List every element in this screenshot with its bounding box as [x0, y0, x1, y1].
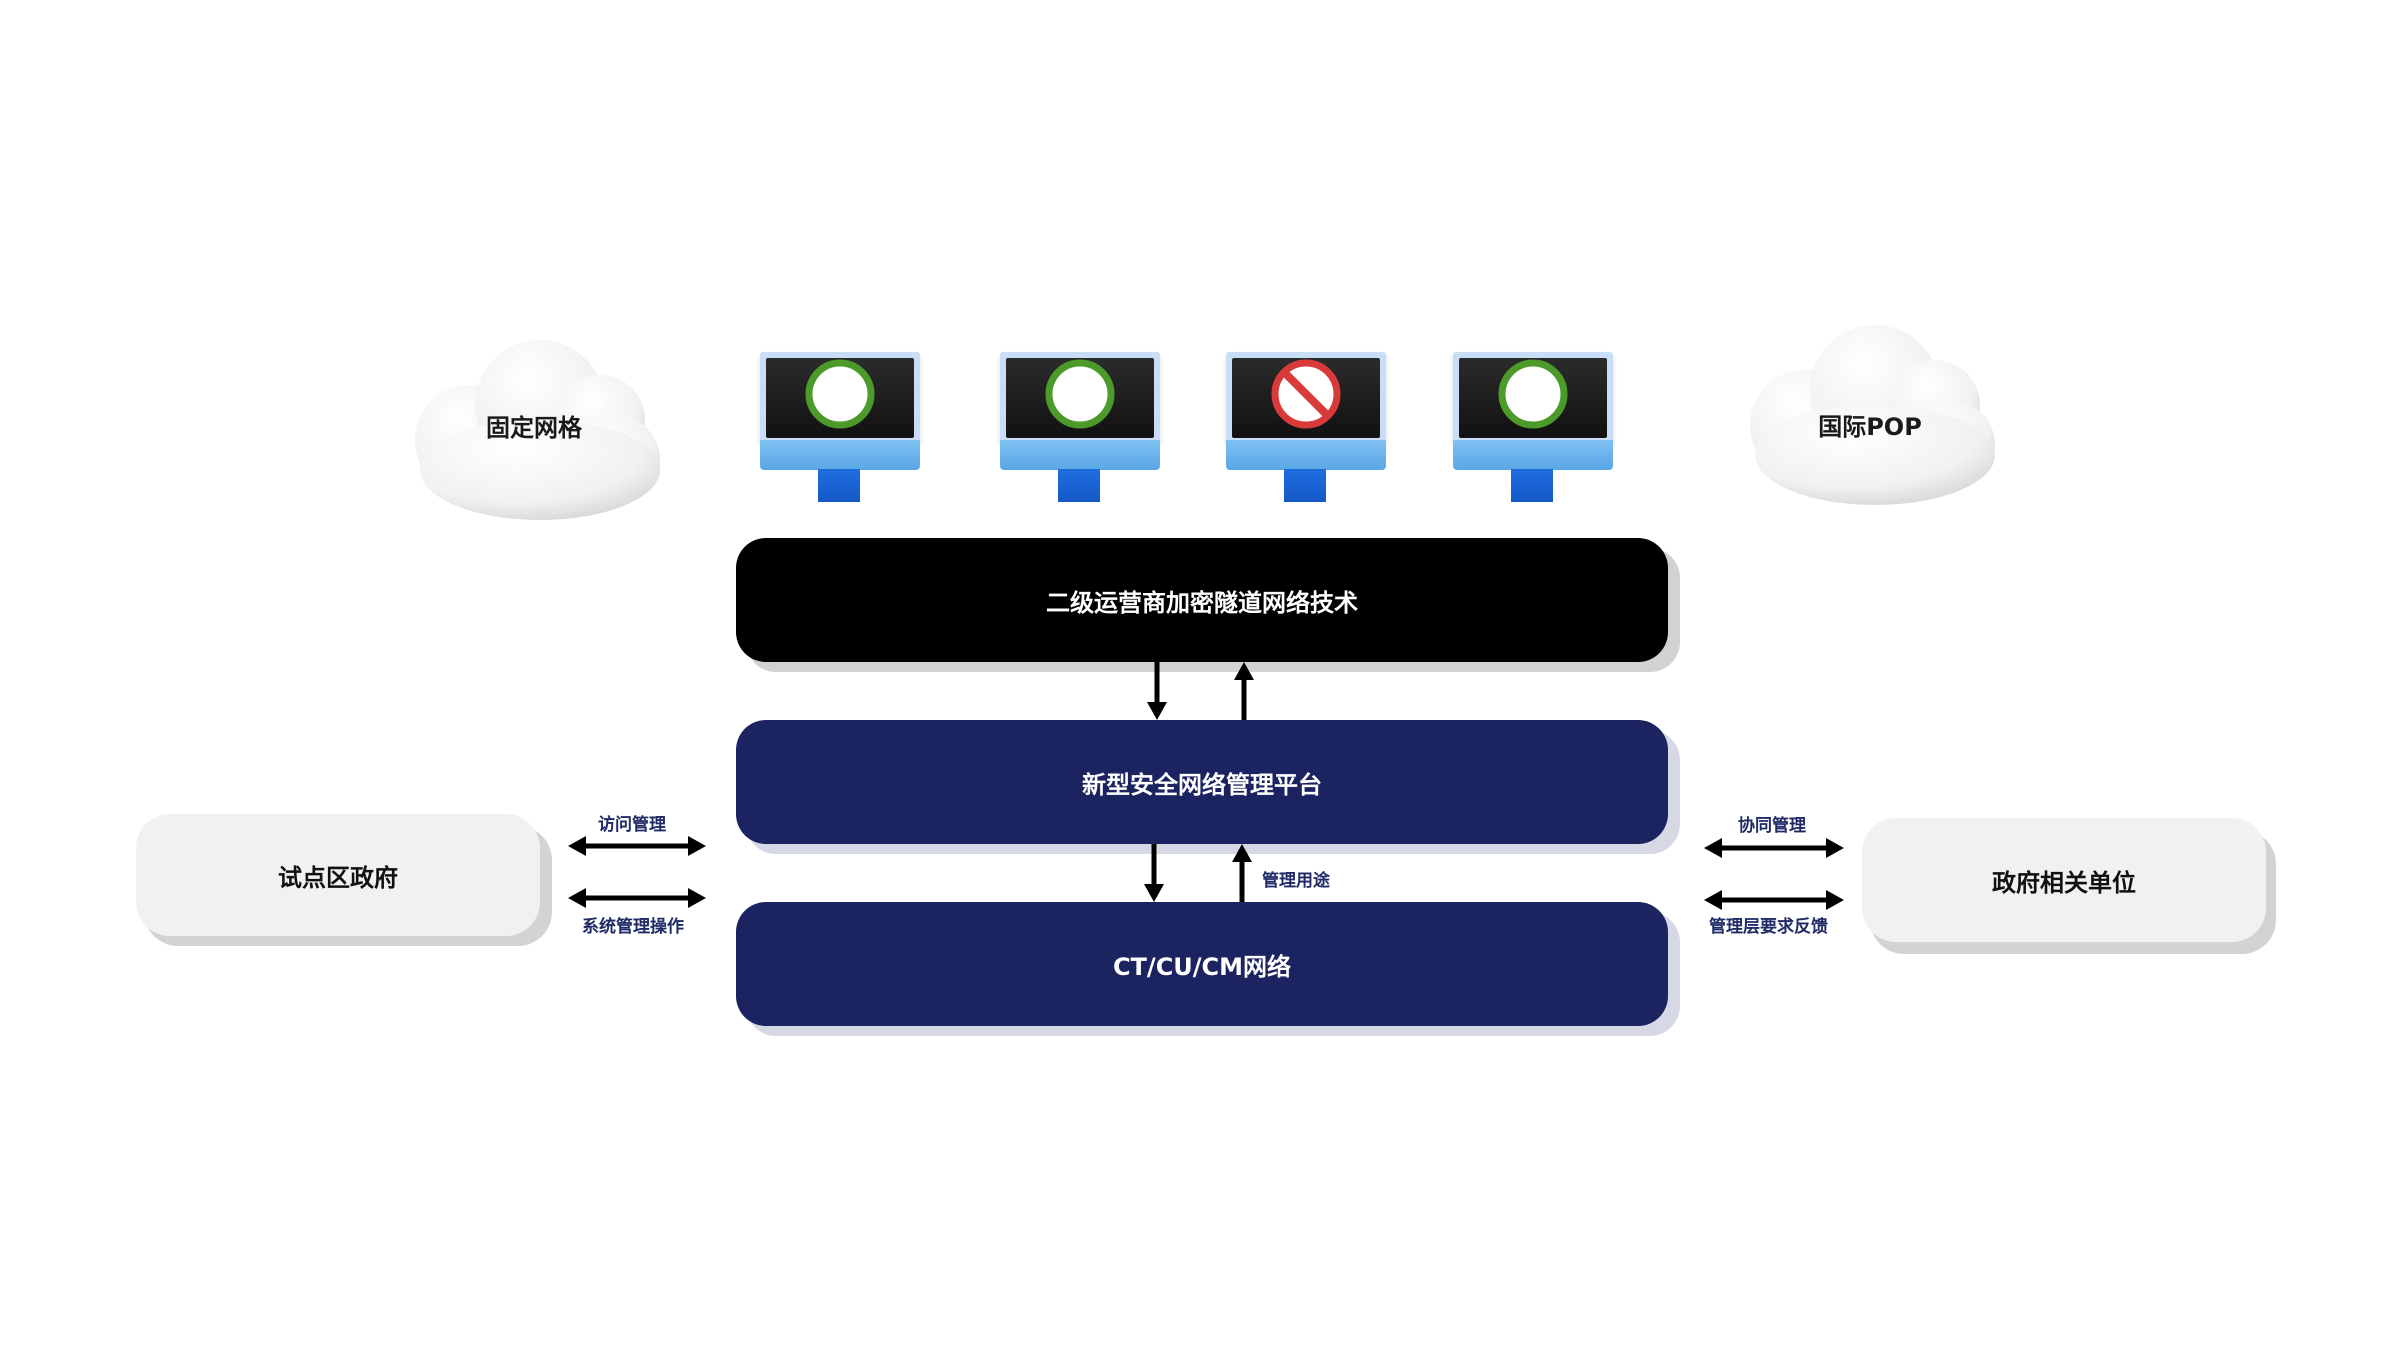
arrow-down-icon [1147, 662, 1167, 720]
pilot-government-box: 试点区政府 [136, 814, 540, 936]
blocked-icon [1271, 359, 1341, 429]
double-arrow-icon [1704, 838, 1844, 858]
double-arrow-icon [568, 888, 706, 908]
management-platform-box: 新型安全网络管理平台 [736, 720, 1668, 844]
arrow-up-icon [1234, 662, 1254, 720]
government-units-label: 政府相关单位 [1992, 868, 2136, 897]
check-ok-icon [1045, 359, 1115, 429]
double-arrow-icon [1704, 890, 1844, 910]
collaboration-management-label: 协同管理 [1738, 816, 1806, 836]
arrow-up-icon [1232, 844, 1252, 902]
carrier-network-box: CT/CU/CM网络 [736, 902, 1668, 1026]
cloud-icon [1750, 325, 1995, 505]
tunnel-network-box: 二级运营商加密隧道网络技术 [736, 538, 1668, 662]
monitor-1 [760, 352, 920, 502]
cloud-international-pop: 国际POP [1735, 315, 2015, 515]
pilot-government-label: 试点区政府 [278, 863, 398, 892]
cloud-label: 固定网格 [486, 414, 582, 442]
monitor-4 [1453, 352, 1613, 502]
monitor-2 [1000, 352, 1160, 502]
management-feedback-label: 管理层要求反馈 [1709, 917, 1828, 937]
monitor-3 [1226, 352, 1386, 502]
cloud-fixed-grid: 固定网格 [400, 330, 680, 530]
system-operation-label: 系统管理操作 [582, 917, 684, 937]
management-usage-label: 管理用途 [1262, 871, 1330, 891]
access-management-label: 访问管理 [598, 815, 666, 835]
check-ok-icon [1498, 359, 1568, 429]
arrow-down-icon [1144, 844, 1164, 902]
check-ok-icon [805, 359, 875, 429]
cloud-icon [415, 340, 660, 520]
double-arrow-icon [568, 836, 706, 856]
carrier-network-label: CT/CU/CM网络 [1112, 952, 1292, 981]
tunnel-network-label: 二级运营商加密隧道网络技术 [1046, 588, 1358, 617]
management-platform-label: 新型安全网络管理平台 [1082, 770, 1322, 799]
government-units-box: 政府相关单位 [1862, 818, 2266, 942]
cloud-label: 国际POP [1818, 413, 1922, 441]
